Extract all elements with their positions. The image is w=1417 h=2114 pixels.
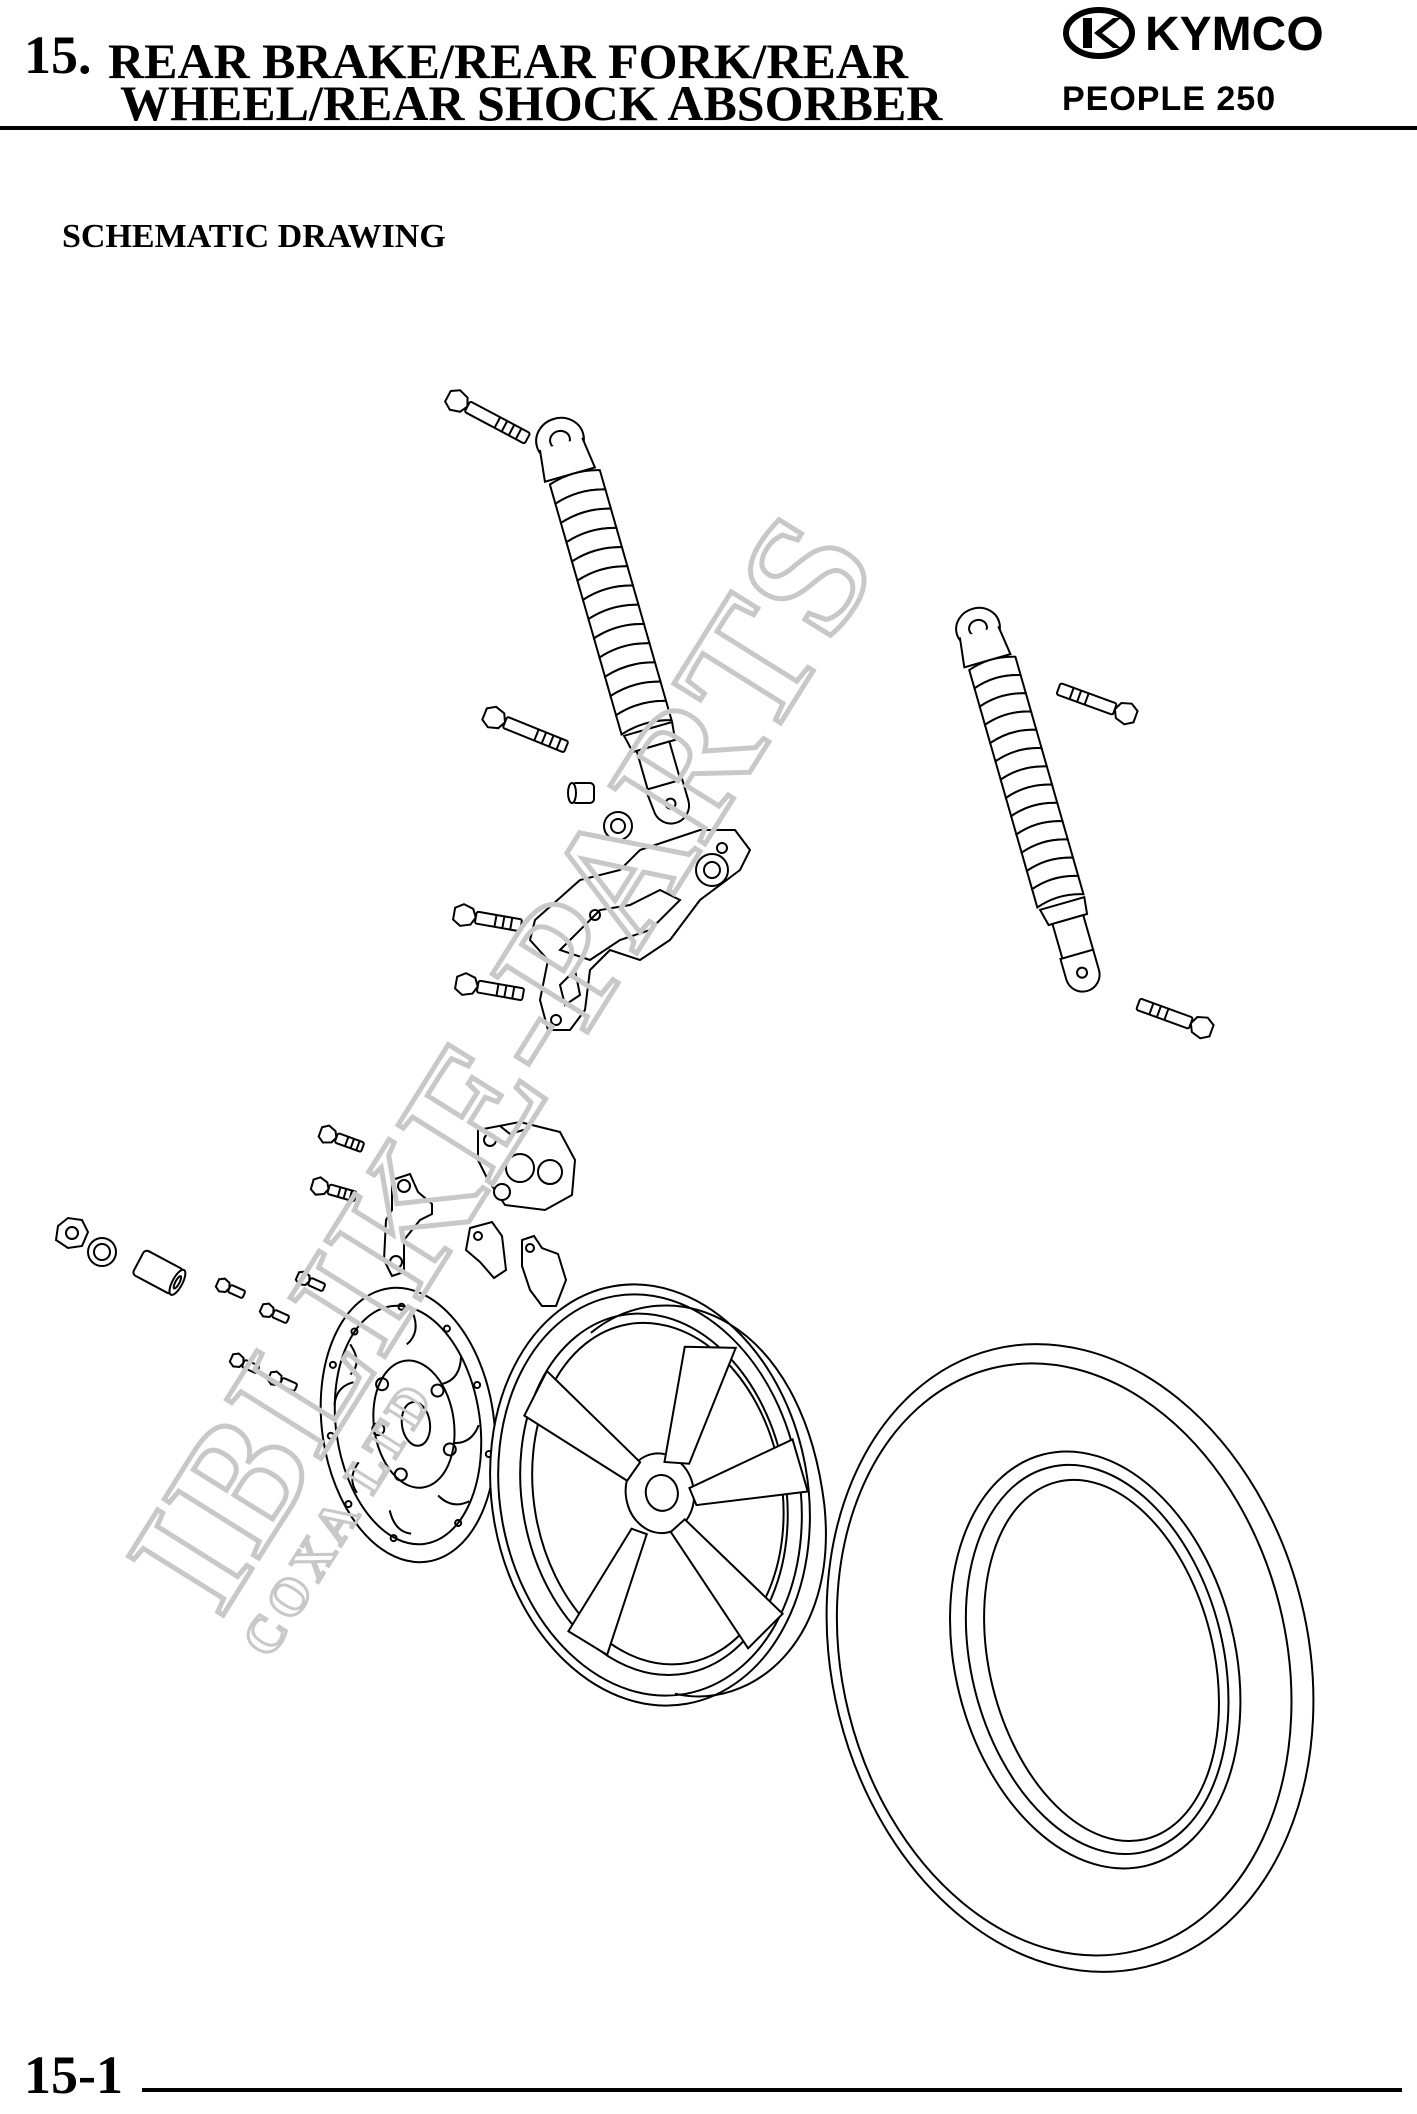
disc-bolt-5 [266,1370,298,1392]
caliper-bolt-lower [309,1176,358,1203]
washer [87,1237,117,1267]
shock-mount-bolt-lower-right [1135,997,1215,1040]
brake-pad-2 [521,1234,568,1307]
disc-bolt-3 [258,1302,290,1324]
disc-bolt-4 [228,1352,260,1374]
footer-rule [142,2088,1402,2092]
header-rule [0,126,1417,130]
brake-pad-1 [464,1220,508,1280]
axle-collar [132,1249,187,1296]
shock-mount-bolt-upper-right [1055,682,1139,726]
brake-caliper [477,1120,577,1212]
bracket-bolt-upper [451,903,523,933]
collar [567,782,595,804]
rear-fork-bracket [528,829,752,1031]
shock-mount-bolt-upper-left [443,389,531,445]
caliper-bolt-upper [317,1124,365,1153]
disc-bolt-2 [294,1270,326,1292]
brand-wordmark: KYMCO [1145,8,1324,60]
bearing [603,811,633,841]
shock-mount-bolt-middle [481,705,569,753]
left-shock-absorber [535,416,690,825]
section-number: 15. [24,25,92,85]
rear-tire [825,1343,1315,1973]
axle-nut [54,1216,90,1250]
title-line-2: WHEEL/REAR SHOCK ABSORBER [120,75,943,131]
title-line-1: REAR BRAKE/REAR FORK/REAR [108,33,909,89]
page-number: 15-1 [24,2045,123,2105]
bracket-bolt-lower [453,972,525,1002]
right-shock-absorber [955,606,1101,993]
caliper-bracket [382,1172,433,1278]
disc-bolt-1 [214,1277,246,1299]
brake-disc [319,1286,497,1564]
kymco-logo: KYMCO [1063,7,1324,60]
model-name: PEOPLE 250 [1062,80,1277,118]
rear-wheel [489,1283,827,1707]
section-heading: SCHEMATIC DRAWING [62,218,446,255]
